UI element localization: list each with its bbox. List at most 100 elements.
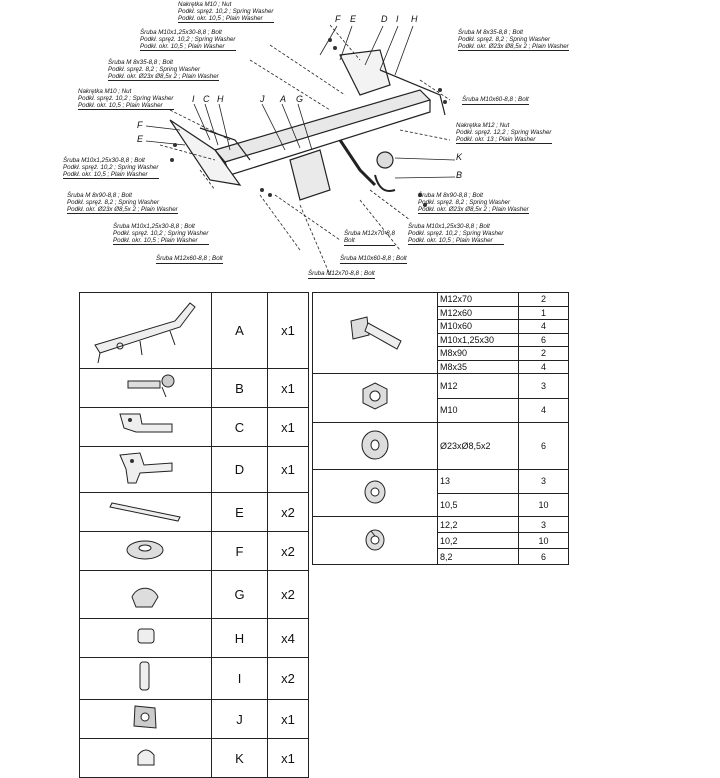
table-row: M10x1,25x30 6 [313, 332, 569, 347]
table-row: 8,2 6 [313, 548, 569, 565]
part-image-cell [79, 531, 212, 571]
part-letter: D [211, 446, 268, 493]
cap-icon [137, 749, 155, 766]
long-sleeve-icon [139, 661, 150, 691]
part-letter: J [211, 699, 268, 739]
part-letter: I [211, 657, 268, 700]
hardware-count: 3 [518, 469, 569, 494]
part-image-cell [79, 446, 212, 493]
part-quantity: x1 [267, 446, 309, 493]
table-row: M12x60 1 [313, 305, 569, 320]
part-quantity: x2 [267, 657, 309, 700]
part-letter: C [211, 407, 268, 447]
part-quantity: x1 [267, 407, 309, 447]
part-letter: B [211, 368, 268, 408]
hardware-count: 6 [518, 332, 569, 347]
part-image-cell [79, 492, 212, 532]
part-quantity: x2 [267, 492, 309, 532]
part-image-cell [79, 407, 212, 447]
part-quantity: x1 [267, 292, 309, 369]
part-image-cell [79, 657, 212, 700]
hardware-image-cell [312, 292, 438, 374]
callout-label: Śruba M12x70-8,8 ; Bolt [308, 270, 375, 279]
hardware-size: 12,2 [437, 516, 519, 533]
table-row: 12,2 3 [312, 516, 569, 565]
table-row: M8x90 2 [313, 346, 569, 361]
table-row: C x1 [79, 407, 309, 447]
hardware-count: 10 [518, 492, 569, 517]
assembly-drawing [145, 24, 456, 276]
spacer-ring-icon [126, 540, 164, 560]
table-row: Ø23xØ8,5x2 6 [312, 422, 569, 470]
part-letter: F [137, 120, 143, 130]
part-letter: A [211, 292, 268, 369]
hardware-count: 6 [518, 422, 569, 470]
table-row: J x1 [79, 699, 309, 739]
part-letter: G [296, 94, 304, 104]
hardware-size: M8x35 [437, 359, 519, 374]
hardware-count: 2 [518, 292, 569, 307]
tow-ball-neck-icon [127, 374, 175, 398]
hardware-size: 8,2 [437, 548, 519, 565]
part-letter: F [335, 14, 341, 24]
hardware-size: M10x1,25x30 [437, 332, 519, 347]
hardware-size: M12 [437, 373, 519, 399]
part-letter: G [211, 570, 268, 619]
table-row: M12x70 2 [312, 292, 569, 374]
tow-bar-frame-icon [94, 302, 196, 364]
hardware-count: 6 [518, 548, 569, 565]
exploded-view-diagram: F E D I H I C H J A G F E K B Nakrętka M… [0, 0, 720, 285]
part-quantity: x2 [267, 531, 309, 571]
hardware-size: 10,2 [437, 532, 519, 549]
hardware-count: 10 [518, 532, 569, 549]
part-image-cell [79, 738, 212, 778]
hardware-size: Ø23xØ8,5x2 [437, 422, 519, 470]
table-row: E x2 [79, 492, 309, 532]
hardware-count: 3 [518, 516, 569, 533]
hardware-image-cell [312, 516, 438, 565]
table-row: A x1 [79, 292, 309, 369]
part-image-cell [79, 699, 212, 739]
part-letter: H [411, 14, 418, 24]
plain-washer-icon [361, 430, 389, 460]
part-letter: E [211, 492, 268, 532]
sleeve-icon [137, 628, 155, 644]
part-letter: I [192, 94, 195, 104]
part-letter: K [211, 738, 268, 778]
hardware-image-cell [312, 469, 438, 517]
part-letter: E [137, 134, 144, 144]
table-row: F x2 [79, 531, 309, 571]
callout-label: Śruba M10x60-8,8 ; Bolt [462, 96, 529, 105]
hardware-count: 2 [518, 346, 569, 361]
table-row: M12 3 [312, 373, 569, 423]
part-quantity: x4 [267, 618, 309, 658]
callout-label: Śruba M12x60-8,8 ; Bolt [156, 255, 223, 264]
hardware-count: 4 [518, 397, 569, 423]
hardware-size: M10x60 [437, 319, 519, 334]
table-row: G x2 [79, 570, 309, 619]
table-row: B x1 [79, 368, 309, 408]
table-row: 13 3 [312, 469, 569, 517]
table-row: K x1 [79, 738, 309, 778]
part-image-cell [79, 570, 212, 619]
callout-label: Śruba M10x60-8,8 ; Bolt [340, 255, 407, 264]
hardware-size: 10,5 [437, 492, 519, 517]
hardware-image-cell [312, 422, 438, 470]
hex-nut-icon [362, 382, 388, 410]
part-letter: F [211, 531, 268, 571]
part-letter: J [260, 94, 265, 104]
part-quantity: x2 [267, 570, 309, 619]
hardware-size: M12x70 [437, 292, 519, 307]
part-letter: B [456, 170, 463, 180]
part-letter: H [217, 94, 224, 104]
table-row: 10,5 10 [313, 492, 569, 517]
table-row: D x1 [79, 446, 309, 493]
part-letter: E [350, 14, 357, 24]
